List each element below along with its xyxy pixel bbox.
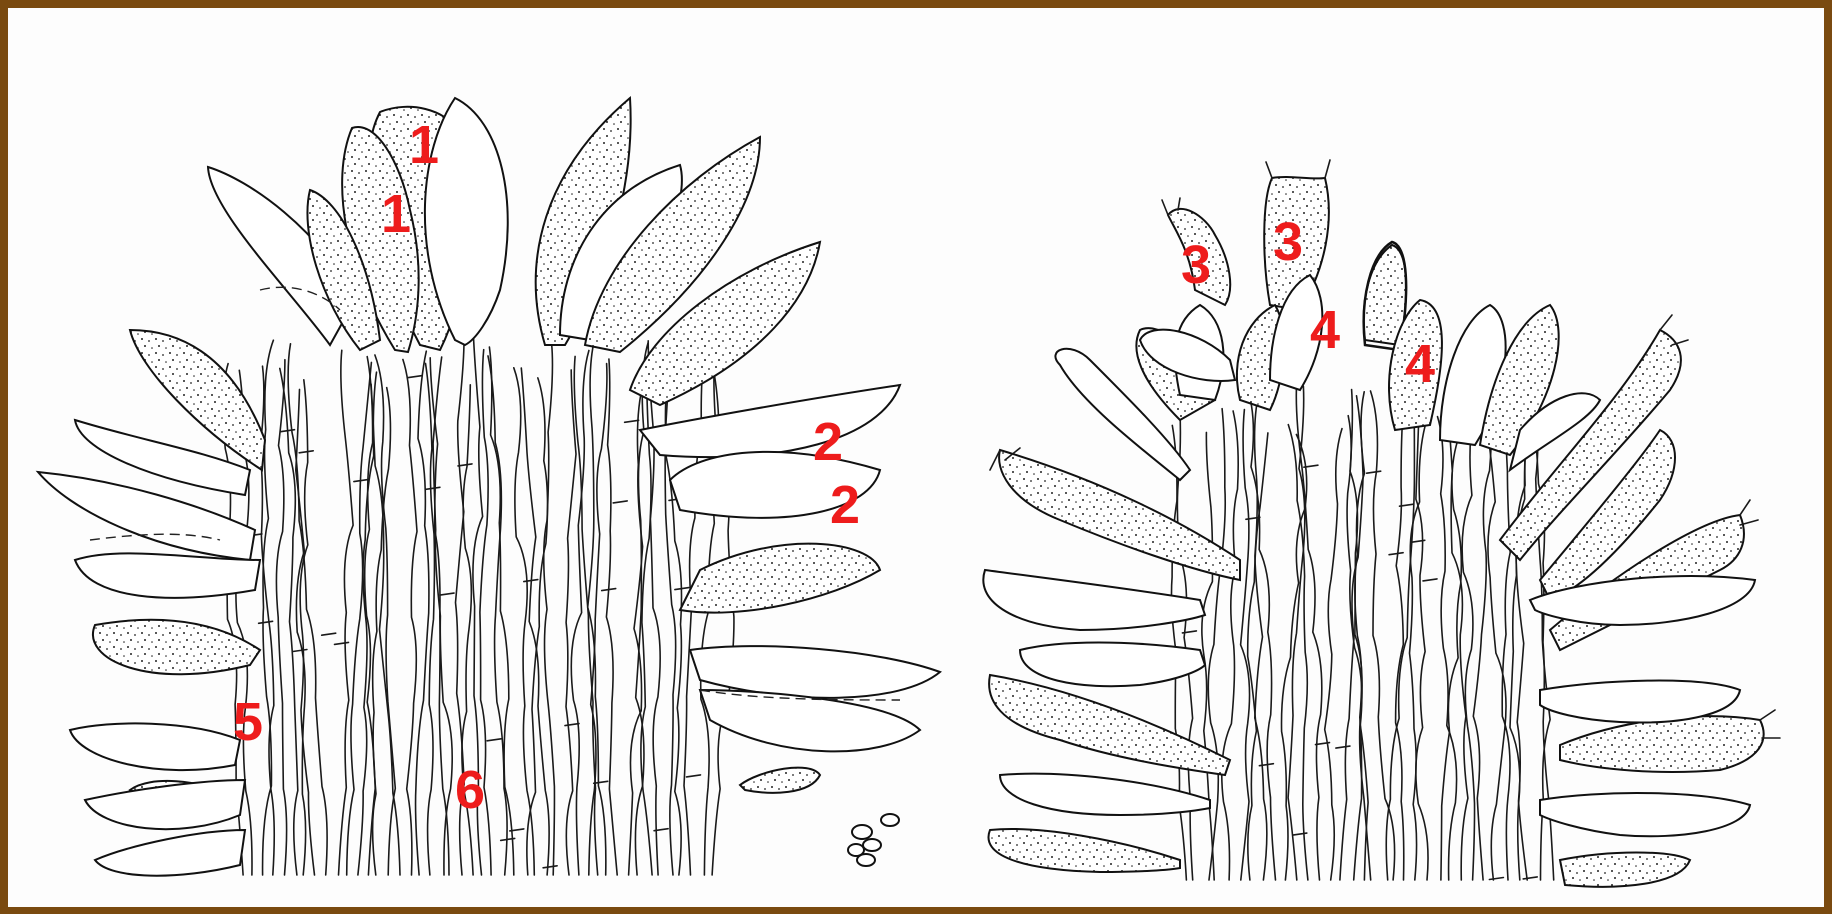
left-hypha-strand: [589, 364, 607, 876]
hyphal-septum: [675, 588, 689, 590]
label-basidium-1: 3: [1181, 235, 1211, 295]
hyphal-septum: [1367, 471, 1381, 473]
right-trama-hyphae: [1171, 384, 1553, 880]
left-hypha-strand: [375, 355, 395, 875]
left-hypha-strand: [416, 351, 429, 875]
right-hypha-strand: [1208, 409, 1225, 880]
left-hypha-strand: [606, 359, 617, 875]
left-hypha-strand: [489, 347, 513, 875]
left-hypha-strand: [339, 350, 354, 875]
left-hypha-strand: [371, 384, 400, 875]
right-hypha-strand: [1246, 384, 1276, 880]
right-hypha-strand: [1416, 423, 1428, 880]
label-cystidium-a2: 1: [381, 184, 411, 244]
hyphal-septum: [299, 451, 313, 453]
hyphal-septum: [1489, 878, 1503, 880]
left-hypha-strand: [300, 380, 314, 875]
right-basidia: [983, 160, 1780, 887]
left-hypha-strand: [588, 340, 606, 875]
label-cystidium-a1: 1: [409, 115, 439, 175]
hyphal-septum: [687, 775, 701, 777]
hyphal-septum: [426, 487, 440, 489]
hyphal-septum: [1423, 579, 1437, 581]
hyphal-septum: [259, 621, 273, 623]
left-hypha-strand: [629, 383, 644, 876]
label-cystidium-b1: 2: [813, 412, 843, 472]
right-hypha-strand: [1202, 432, 1214, 880]
hyphal-septum: [293, 650, 307, 652]
hyphal-septum: [565, 724, 579, 726]
right-hypha-strand: [1502, 389, 1510, 880]
hyphal-septum: [458, 464, 472, 466]
hyphal-septum: [487, 739, 501, 741]
left-hypha-strand: [665, 334, 676, 875]
hyphal-septum: [335, 642, 349, 644]
left-hypha-strand: [566, 370, 576, 875]
label-trama: 6: [455, 760, 485, 820]
right-hypha-strand: [1396, 409, 1404, 880]
label-basidiole-1: 4: [1310, 300, 1340, 360]
left-cystidia: [38, 98, 940, 876]
left-hypha-strand: [276, 360, 286, 875]
right-hypha-strand: [1462, 418, 1474, 880]
right-hypha-strand: [1296, 384, 1322, 880]
right-hypha-strand: [1487, 426, 1506, 880]
left-hypha-strand: [574, 356, 597, 875]
right-hypha-strand: [1438, 417, 1457, 880]
hyphal-septum: [1523, 877, 1537, 879]
hyphal-septum: [543, 866, 557, 868]
hyphal-septum: [1389, 553, 1403, 555]
right-hypha-strand: [1516, 407, 1533, 881]
hyphal-septum: [613, 501, 627, 503]
right-hypha-strand: [1410, 426, 1426, 880]
right-section-drawing: [983, 160, 1780, 887]
label-hyphal-end: 5: [233, 692, 263, 752]
right-hypha-strand: [1371, 391, 1395, 880]
hyphal-septum: [1336, 746, 1350, 748]
label-cystidium-b2: 2: [830, 475, 860, 535]
left-hypha-strand: [641, 370, 652, 875]
hyphal-septum: [440, 593, 454, 595]
left-hypha-strand: [648, 341, 660, 875]
hyphal-septum: [625, 420, 639, 422]
label-basidium-2: 3: [1273, 212, 1303, 272]
left-section-drawing: [38, 98, 940, 876]
right-hypha-strand: [1473, 389, 1491, 880]
hyphal-septum: [322, 633, 336, 635]
label-basidiole-2: 4: [1405, 334, 1435, 394]
right-hypha-strand: [1325, 429, 1342, 880]
hyphal-septum: [408, 376, 422, 378]
hyphal-septum: [354, 480, 368, 482]
left-hypha-strand: [514, 368, 535, 875]
